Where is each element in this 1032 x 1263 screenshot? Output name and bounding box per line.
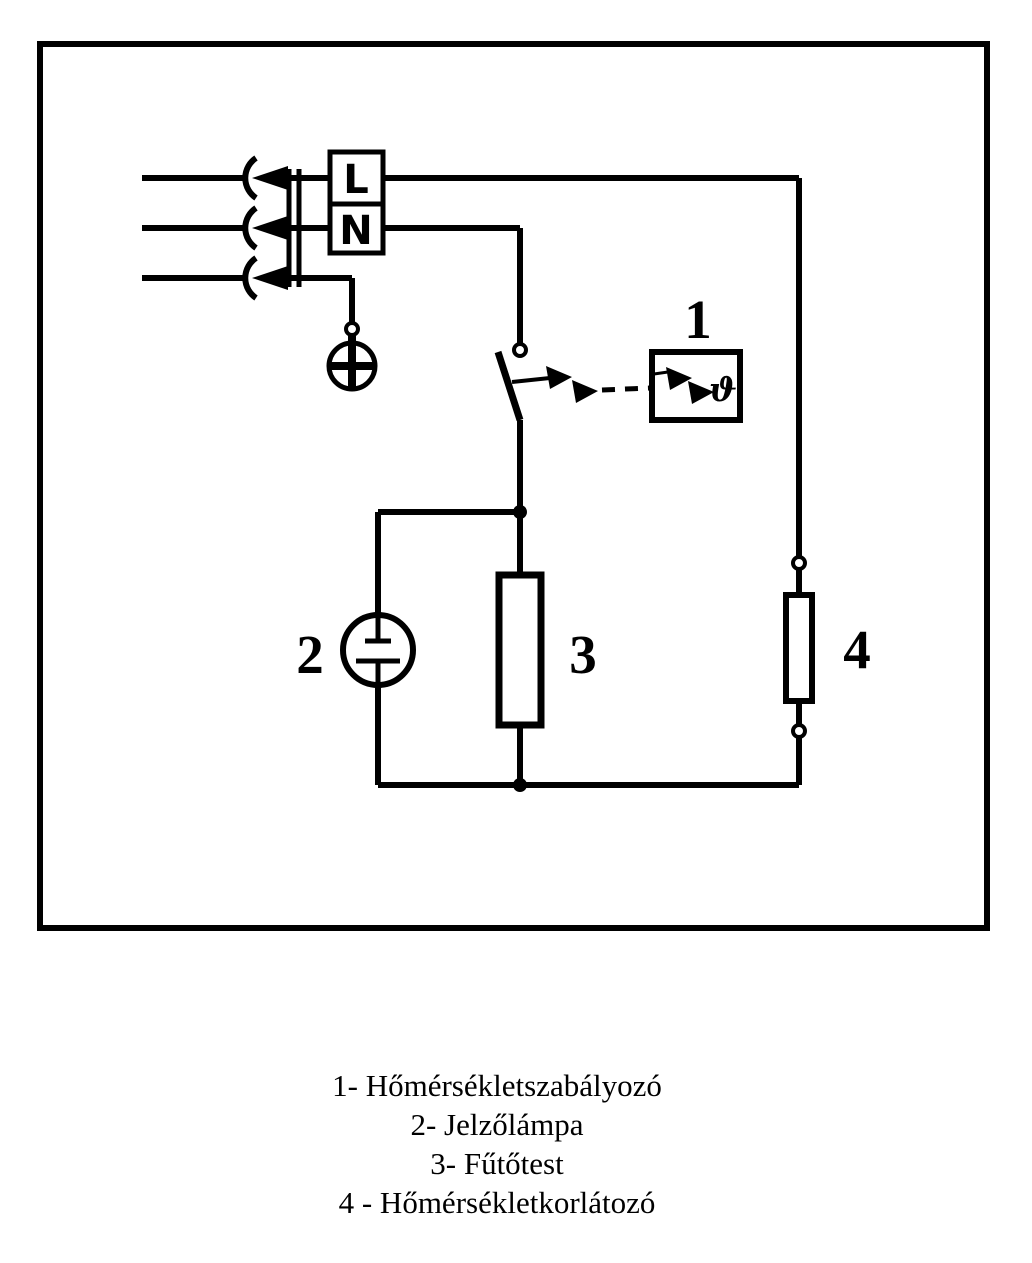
linkage-arrow-icon bbox=[666, 367, 692, 390]
legend-item-1: 1- Hőmérsékletszabályozó bbox=[332, 1068, 662, 1103]
linkage-arrow-icon bbox=[546, 366, 572, 389]
plug-arrow-icon bbox=[252, 216, 288, 240]
mechanical-linkage bbox=[511, 366, 651, 403]
component-label-limiter: 4 bbox=[843, 619, 871, 680]
terminal-circle bbox=[791, 555, 807, 571]
legend-item-2: 2- Jelzőlámpa bbox=[410, 1107, 584, 1142]
linkage-arrow-icon bbox=[688, 381, 714, 404]
component-label-heater: 3 bbox=[569, 624, 597, 685]
thermostat-outline bbox=[649, 349, 743, 423]
plug-arrow-icon bbox=[252, 166, 288, 190]
power-line-live bbox=[142, 155, 799, 201]
terminal-circle bbox=[344, 321, 360, 337]
thermostat-box: ϑ bbox=[649, 349, 743, 423]
legend: 1- Hőmérsékletszabályozó 2- Jelzőlámpa 3… bbox=[0, 1066, 994, 1222]
switch-contact-circle bbox=[512, 342, 528, 358]
power-line-neutral bbox=[142, 205, 520, 251]
heater-branch bbox=[495, 571, 545, 792]
socket-arc-icon bbox=[242, 155, 258, 201]
lamp-branch bbox=[340, 509, 520, 785]
legend-item-4: 4 - Hőmérsékletkorlátozó bbox=[338, 1185, 656, 1220]
plug-arrow-icon bbox=[252, 266, 288, 290]
earth-ground-symbol bbox=[326, 321, 378, 392]
diagram-frame bbox=[37, 41, 990, 931]
socket-arc-icon bbox=[242, 255, 258, 301]
terminal-circle bbox=[791, 723, 807, 739]
terminal-label-L: L bbox=[343, 157, 369, 203]
limiter-branch bbox=[783, 178, 815, 785]
linkage-dashed-line bbox=[601, 385, 651, 393]
linkage-arrow-icon bbox=[572, 380, 598, 403]
terminal-box-N bbox=[327, 201, 386, 256]
cable-entry-marker bbox=[286, 169, 302, 287]
heater-element-symbol bbox=[495, 571, 545, 729]
terminal-block: L N bbox=[327, 149, 386, 256]
temperature-limiter-symbol bbox=[783, 592, 815, 704]
linkage-line bbox=[511, 376, 551, 384]
power-line-earth bbox=[142, 255, 355, 323]
theta-symbol: ϑ bbox=[709, 370, 737, 409]
switch-blade bbox=[494, 350, 524, 422]
thermostat-switch-branch bbox=[494, 228, 528, 575]
legend-item-3: 3- Fűtőtest bbox=[430, 1146, 564, 1181]
linkage-line bbox=[653, 370, 669, 376]
socket-arc-icon bbox=[242, 205, 258, 251]
circuit-diagram: L N bbox=[37, 41, 990, 931]
component-label-lamp: 2 bbox=[296, 624, 324, 685]
component-label-thermostat: 1 bbox=[684, 289, 712, 350]
terminal-label-N: N bbox=[339, 208, 372, 254]
